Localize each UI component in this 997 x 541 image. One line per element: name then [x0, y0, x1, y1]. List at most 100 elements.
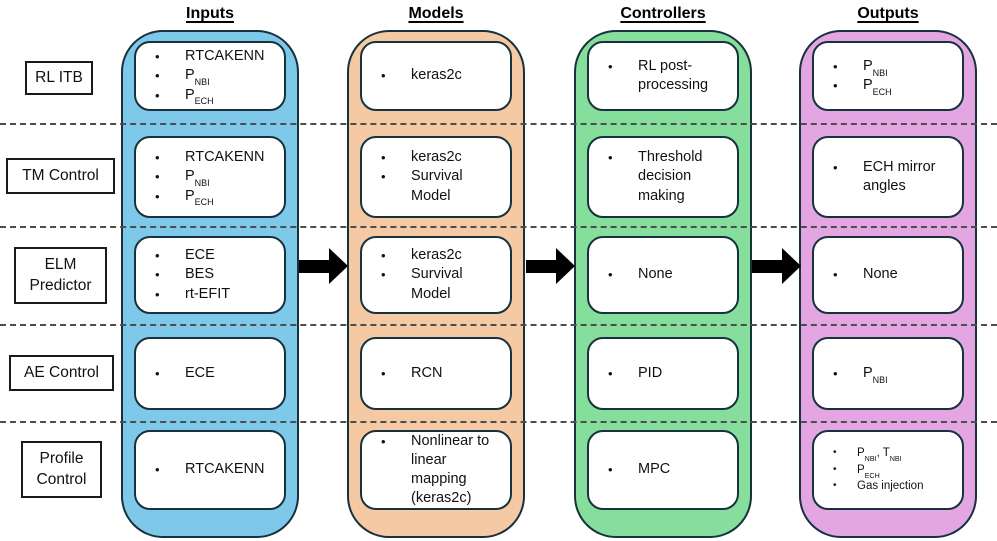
- bullet-icon: •: [833, 480, 837, 492]
- row-label-ae-control: AE Control: [9, 355, 114, 391]
- bullet-icon: •: [155, 68, 160, 84]
- bullet-icon: •: [608, 267, 613, 283]
- bullet-item: • PNBI: [824, 57, 958, 78]
- item-text: ECH mirror angles: [863, 158, 936, 194]
- column-pill-inputs: •RTCAKENN•PNBI•PECH•RTCAKENN•PNBI•PECH•E…: [121, 30, 299, 538]
- row-label-rl-itb: RL ITB: [25, 61, 93, 95]
- cell-controllers-row-2: • None: [587, 236, 739, 314]
- bullet-icon: •: [381, 267, 386, 283]
- bullet-item: • BES: [146, 265, 280, 284]
- bullet-icon: •: [155, 462, 160, 478]
- bullet-item: •PECH: [824, 76, 958, 96]
- row-label-profile-control: Profile Control: [21, 441, 102, 498]
- item-text: Survival Model: [411, 168, 463, 204]
- arrow-shaft: [752, 260, 784, 273]
- bullet-icon: •: [155, 365, 160, 381]
- bullet-item: •PID: [599, 364, 733, 383]
- bullet-icon: •: [155, 87, 160, 103]
- item-text: ECE: [185, 247, 215, 264]
- item-text: None: [638, 266, 673, 283]
- bullet-icon: •: [608, 150, 613, 166]
- bullet-item: •Gas injection: [824, 478, 958, 495]
- row-separator-dashed-line: [0, 324, 997, 326]
- arrow-head-icon: [329, 248, 348, 284]
- row-separator-dashed-line: [0, 421, 997, 423]
- column-pill-models: •keras2c•keras2c•Survival Model•keras2c•…: [347, 30, 525, 538]
- item-text: PECH: [185, 187, 214, 208]
- flow-arrow-inputs-to-models: [299, 248, 348, 285]
- item-text: Threshold decision making: [638, 149, 703, 204]
- bullet-item: •PECH: [824, 462, 958, 479]
- bullet-item: • MPC: [599, 460, 733, 479]
- cell-models-row-1: • keras2c • Survival Model: [360, 136, 512, 218]
- item-text: Nonlinear to linear mapping (keras2c): [411, 432, 490, 507]
- item-text: keras2c: [411, 247, 462, 264]
- item-text: RTCAKENN: [185, 48, 265, 65]
- bullet-icon: •: [155, 248, 160, 264]
- item-text: RL post-processing: [638, 57, 709, 93]
- item-text: RTCAKENN: [185, 149, 265, 166]
- item-text: ECE: [185, 364, 215, 381]
- bullet-icon: •: [833, 159, 838, 175]
- bullet-icon: •: [155, 150, 160, 166]
- cell-controllers-row-4: • MPC: [587, 430, 739, 510]
- flow-arrow-controllers-to-outputs: [752, 248, 801, 285]
- bullet-item: • ECE: [146, 246, 280, 265]
- bullet-icon: •: [833, 58, 838, 74]
- bullet-icon: •: [381, 169, 386, 185]
- bullet-icon: •: [608, 462, 613, 478]
- bullet-item: •PNBI: [824, 364, 958, 385]
- cell-models-row-3: •RCN: [360, 337, 512, 410]
- row-separator-dashed-line: [0, 123, 997, 125]
- column-header-models: Models: [408, 5, 464, 22]
- bullet-item: • Survival Model: [372, 167, 506, 205]
- cell-outputs-row-0: • PNBI•PECH: [812, 41, 964, 111]
- item-text: None: [863, 266, 898, 283]
- bullet-item: •Nonlinear to linear mapping (keras2c): [372, 432, 506, 509]
- column-header-outputs: Outputs: [857, 5, 919, 22]
- item-text: rt-EFIT: [185, 285, 231, 302]
- row-label-tm-control: TM Control: [6, 158, 115, 194]
- bullet-icon: •: [381, 150, 386, 166]
- bullet-item: •Survival Model: [372, 265, 506, 303]
- bullet-icon: •: [833, 446, 837, 458]
- bullet-icon: •: [608, 58, 613, 74]
- bullet-icon: •: [155, 188, 160, 204]
- bullet-item: •keras2c: [372, 246, 506, 265]
- cell-outputs-row-1: • ECH mirror angles: [812, 136, 964, 218]
- bullet-item: •RCN: [372, 364, 506, 383]
- bullet-item: • RL post-processing: [599, 57, 733, 95]
- cell-models-row-2: •keras2c•Survival Model: [360, 236, 512, 314]
- bullet-item: • PECH: [146, 187, 280, 208]
- row-label-elm-predictor: ELM Predictor: [14, 247, 107, 304]
- cell-outputs-row-3: •PNBI: [812, 337, 964, 410]
- item-text: PNBI: [863, 364, 888, 385]
- item-text: RCN: [411, 364, 443, 381]
- bullet-item: • PNBI: [146, 66, 280, 88]
- bullet-item: • None: [599, 265, 733, 284]
- bullet-item: • ECE: [146, 364, 280, 383]
- item-text: PNBI: [185, 168, 210, 189]
- bullet-item: •PNBI: [146, 167, 280, 189]
- bullet-item: •rt-EFIT: [146, 285, 280, 304]
- arrow-shaft: [526, 260, 558, 273]
- bullet-item: • RTCAKENN: [146, 148, 280, 167]
- cell-models-row-4: •Nonlinear to linear mapping (keras2c): [360, 430, 512, 510]
- item-text: MPC: [638, 461, 671, 478]
- arrow-shaft: [299, 260, 331, 273]
- bullet-item: •RTCAKENN: [146, 47, 280, 66]
- item-text: keras2c: [411, 67, 462, 84]
- bullet-icon: •: [608, 365, 613, 381]
- bullet-icon: •: [155, 267, 160, 283]
- column-pill-outputs: •PNBI•PECH•ECH mirror angles•None•PNBI•P…: [799, 30, 977, 538]
- item-text: PNBI: [185, 67, 210, 88]
- cell-inputs-row-1: • RTCAKENN•PNBI• PECH: [134, 136, 286, 218]
- item-text: PNBI: [863, 57, 888, 78]
- bullet-item: •PECH: [146, 86, 280, 106]
- bullet-item: • Threshold decision making: [599, 148, 733, 205]
- item-text: PECH: [857, 463, 880, 480]
- column-header-inputs: Inputs: [186, 5, 234, 22]
- item-text: BES: [185, 266, 215, 283]
- item-text: keras2c: [411, 149, 462, 166]
- cell-inputs-row-0: •RTCAKENN•PNBI•PECH: [134, 41, 286, 111]
